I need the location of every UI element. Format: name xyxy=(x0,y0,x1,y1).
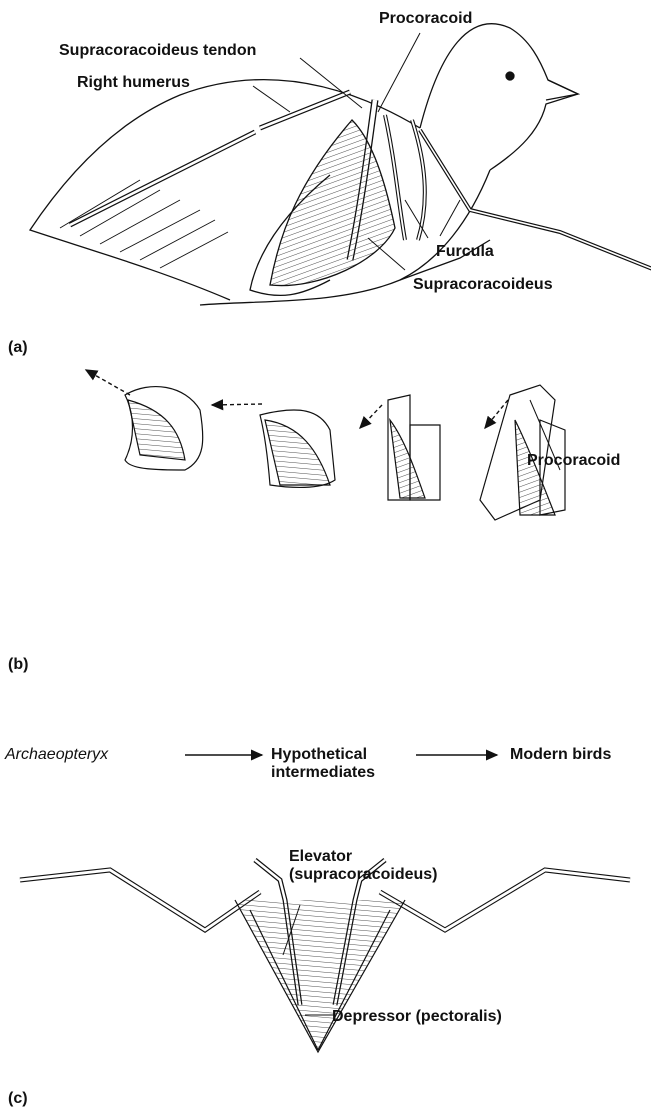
bird-illustration xyxy=(30,24,651,305)
label-supracoracoideus-tendon: Supracoracoideus tendon xyxy=(59,42,256,60)
label-depressor: Depressor (pectoralis) xyxy=(332,1008,502,1026)
front-view-skeleton xyxy=(20,860,630,1052)
label-procoracoid-a: Procoracoid xyxy=(379,10,472,28)
label-right-humerus: Right humerus xyxy=(77,74,190,92)
label-elevator: Elevator (supracoracoideus) xyxy=(289,848,437,884)
sequence-end: Modern birds xyxy=(510,746,611,764)
panel-tag-a: (a) xyxy=(8,339,28,357)
shoulder-sequence xyxy=(125,385,565,520)
sequence-middle: Hypothetical intermediates xyxy=(271,746,375,782)
panel-tag-b: (b) xyxy=(8,656,28,674)
panel-tag-c: (c) xyxy=(8,1090,28,1108)
label-supracoracoideus: Supracoracoideus xyxy=(413,276,553,294)
label-furcula: Furcula xyxy=(436,243,494,261)
sequence-start: Archaeopteryx xyxy=(5,746,108,764)
label-procoracoid-b: Procoracoid xyxy=(527,452,620,470)
